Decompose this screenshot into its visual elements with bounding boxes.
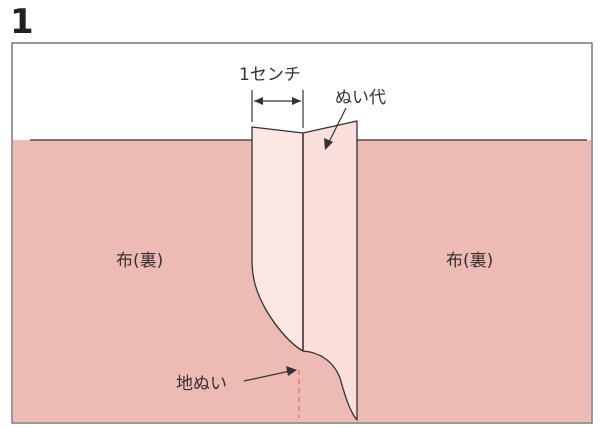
seam-allowance-right [302,120,358,421]
stitch-leader-line [243,370,291,382]
seam-allowance-label: ぬい代 [335,88,386,108]
dimension-arrow-right [292,97,301,105]
stitch-leader-arrow [286,366,297,376]
stitch-label: 地ぬい [176,374,227,394]
fabric-left-label: 布(裏) [116,250,163,271]
allowance-leader-line [327,107,347,145]
allowance-leader-arrow [324,138,333,150]
fabric-right-label: 布(裏) [446,250,493,271]
dimension-arrow-left [254,97,263,105]
step-number: 1 [10,2,34,42]
width-label: 1センチ [239,65,301,85]
seam-allowance-left [251,126,304,352]
